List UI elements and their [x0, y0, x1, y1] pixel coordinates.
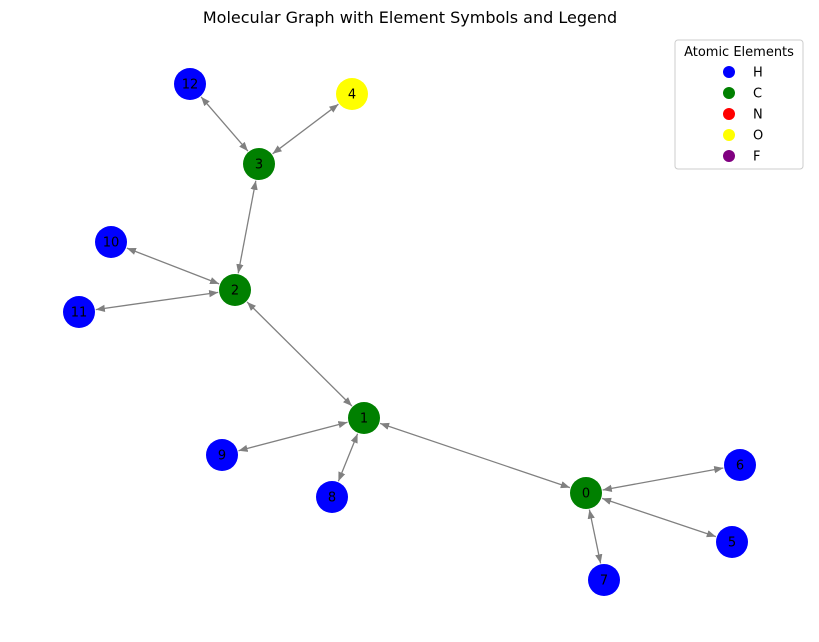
edges-layer [95, 96, 724, 564]
chart-title: Molecular Graph with Element Symbols and… [203, 8, 617, 27]
legend-swatch [723, 87, 735, 99]
atom-circle-H [63, 296, 95, 328]
atom-circle-H [95, 226, 127, 258]
atom-node-9: 9 [206, 439, 238, 471]
atom-index-label: 6 [736, 459, 744, 474]
bond-edge-0-5 [601, 497, 717, 538]
bond-edge-1-9 [238, 421, 348, 452]
bond-edge-2-3 [236, 180, 258, 274]
atom-node-5: 5 [716, 526, 748, 558]
atom-index-label: 2 [231, 284, 239, 299]
bond-edge-1-8 [337, 433, 359, 482]
atom-circle-H [206, 439, 238, 471]
atom-circle-H [316, 481, 348, 513]
legend-swatch [723, 66, 735, 78]
atom-node-6: 6 [724, 449, 756, 481]
atom-node-7: 7 [588, 564, 620, 596]
atom-index-label: 5 [728, 536, 736, 551]
atom-circle-H [174, 68, 206, 100]
legend-label: O [753, 129, 763, 144]
atom-node-3: 3 [243, 148, 275, 180]
atom-node-11: 11 [63, 296, 95, 328]
atom-index-label: 10 [103, 236, 120, 251]
legend-item-O: O [723, 129, 763, 144]
legend-swatch [723, 129, 735, 141]
atom-circle-C [219, 274, 251, 306]
atom-index-label: 9 [218, 449, 226, 464]
legend-item-H: H [723, 66, 763, 81]
atom-index-label: 3 [255, 158, 263, 173]
atom-index-label: 1 [360, 412, 368, 427]
bond-edge-3-12 [200, 96, 249, 152]
bond-edge-2-10 [126, 247, 220, 285]
atom-circle-C [570, 477, 602, 509]
atom-circle-C [243, 148, 275, 180]
atom-node-4: 4 [336, 78, 368, 110]
legend-item-N: N [723, 108, 763, 123]
atom-node-1: 1 [348, 402, 380, 434]
legend-label: H [753, 66, 763, 81]
bond-edge-0-7 [587, 509, 603, 564]
bond-edge-3-4 [272, 103, 339, 155]
atom-circle-H [724, 449, 756, 481]
legend-label: C [753, 87, 762, 102]
bond-edge-1-2 [246, 301, 353, 407]
bond-edge-0-1 [379, 422, 571, 489]
atom-circle-O [336, 78, 368, 110]
atom-index-label: 11 [71, 306, 88, 321]
atom-node-8: 8 [316, 481, 348, 513]
atom-node-2: 2 [219, 274, 251, 306]
atom-node-10: 10 [95, 226, 127, 258]
atom-index-label: 8 [328, 491, 336, 506]
atom-index-label: 0 [582, 487, 590, 502]
legend-item-F: F [723, 150, 760, 165]
atom-index-label: 4 [348, 88, 356, 103]
atom-circle-C [348, 402, 380, 434]
atom-node-0: 0 [570, 477, 602, 509]
legend-label: N [753, 108, 763, 123]
legend-title: Atomic Elements [684, 45, 794, 60]
legend-frame [674, 39, 804, 170]
legend-swatch [723, 108, 735, 120]
legend-label: F [753, 150, 760, 165]
atom-index-label: 12 [182, 78, 199, 93]
atom-circle-H [588, 564, 620, 596]
legend-swatch [723, 150, 735, 162]
atom-node-12: 12 [174, 68, 206, 100]
atom-index-label: 7 [600, 574, 608, 589]
bond-edge-2-11 [95, 290, 219, 312]
bond-edge-0-6 [602, 466, 724, 492]
atom-circle-H [716, 526, 748, 558]
legend-item-C: C [723, 87, 762, 102]
